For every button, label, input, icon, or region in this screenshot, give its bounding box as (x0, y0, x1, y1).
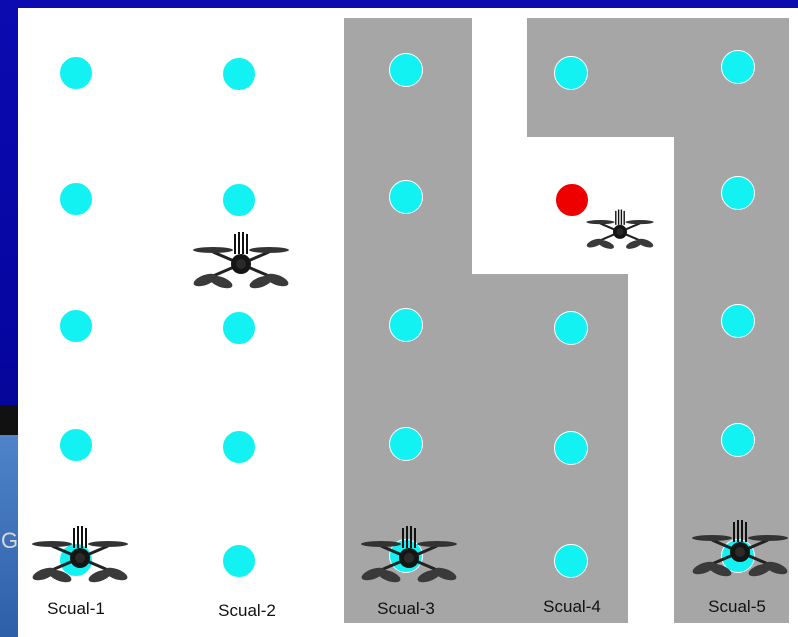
waypoint-c2-r3 (222, 311, 256, 345)
waypoint-c1-r4 (59, 428, 93, 462)
column-label-scual-5: Scual-5 (708, 597, 766, 617)
waypoint-c2-r2 (222, 183, 256, 217)
quadcopter-drone-icon (585, 208, 655, 253)
waypoint-c5-r4 (721, 423, 755, 457)
diagram-canvas: Scual-1 Scual-2 Scual-3 Scual-4 Scual-5 (18, 8, 798, 637)
waypoint-c3-r4 (389, 427, 423, 461)
target-waypoint (555, 183, 589, 217)
waypoint-c5-r1 (721, 50, 755, 84)
waypoint-c5-r3 (721, 304, 755, 338)
waypoint-c3-r1 (389, 53, 423, 87)
waypoint-c2-r5 (222, 544, 256, 578)
waypoint-c2-r1 (222, 57, 256, 91)
column-label-scual-2: Scual-2 (218, 601, 276, 621)
waypoint-c3-r3 (389, 308, 423, 342)
column-label-scual-4: Scual-4 (543, 597, 601, 617)
background-corner-glyph: G (1, 528, 18, 554)
column-label-scual-3: Scual-3 (377, 599, 435, 619)
waypoint-c4-r3 (554, 311, 588, 345)
waypoint-c4-r4 (554, 431, 588, 465)
blocked-region-column-4-lower (472, 274, 628, 623)
quadcopter-drone-icon (30, 524, 130, 588)
waypoint-c3-r2 (389, 180, 423, 214)
quadcopter-drone-icon (690, 518, 790, 582)
waypoint-c4-r5 (554, 544, 588, 578)
waypoint-c2-r4 (222, 430, 256, 464)
background-dark-strip (0, 405, 20, 435)
quadcopter-drone-icon (359, 524, 459, 588)
waypoint-c1-r1 (59, 56, 93, 90)
column-label-scual-1: Scual-1 (47, 599, 105, 619)
waypoint-c1-r2 (59, 182, 93, 216)
waypoint-c5-r2 (721, 176, 755, 210)
quadcopter-drone-icon (191, 230, 291, 294)
waypoint-c1-r3 (59, 309, 93, 343)
waypoint-c4-r1 (554, 56, 588, 90)
